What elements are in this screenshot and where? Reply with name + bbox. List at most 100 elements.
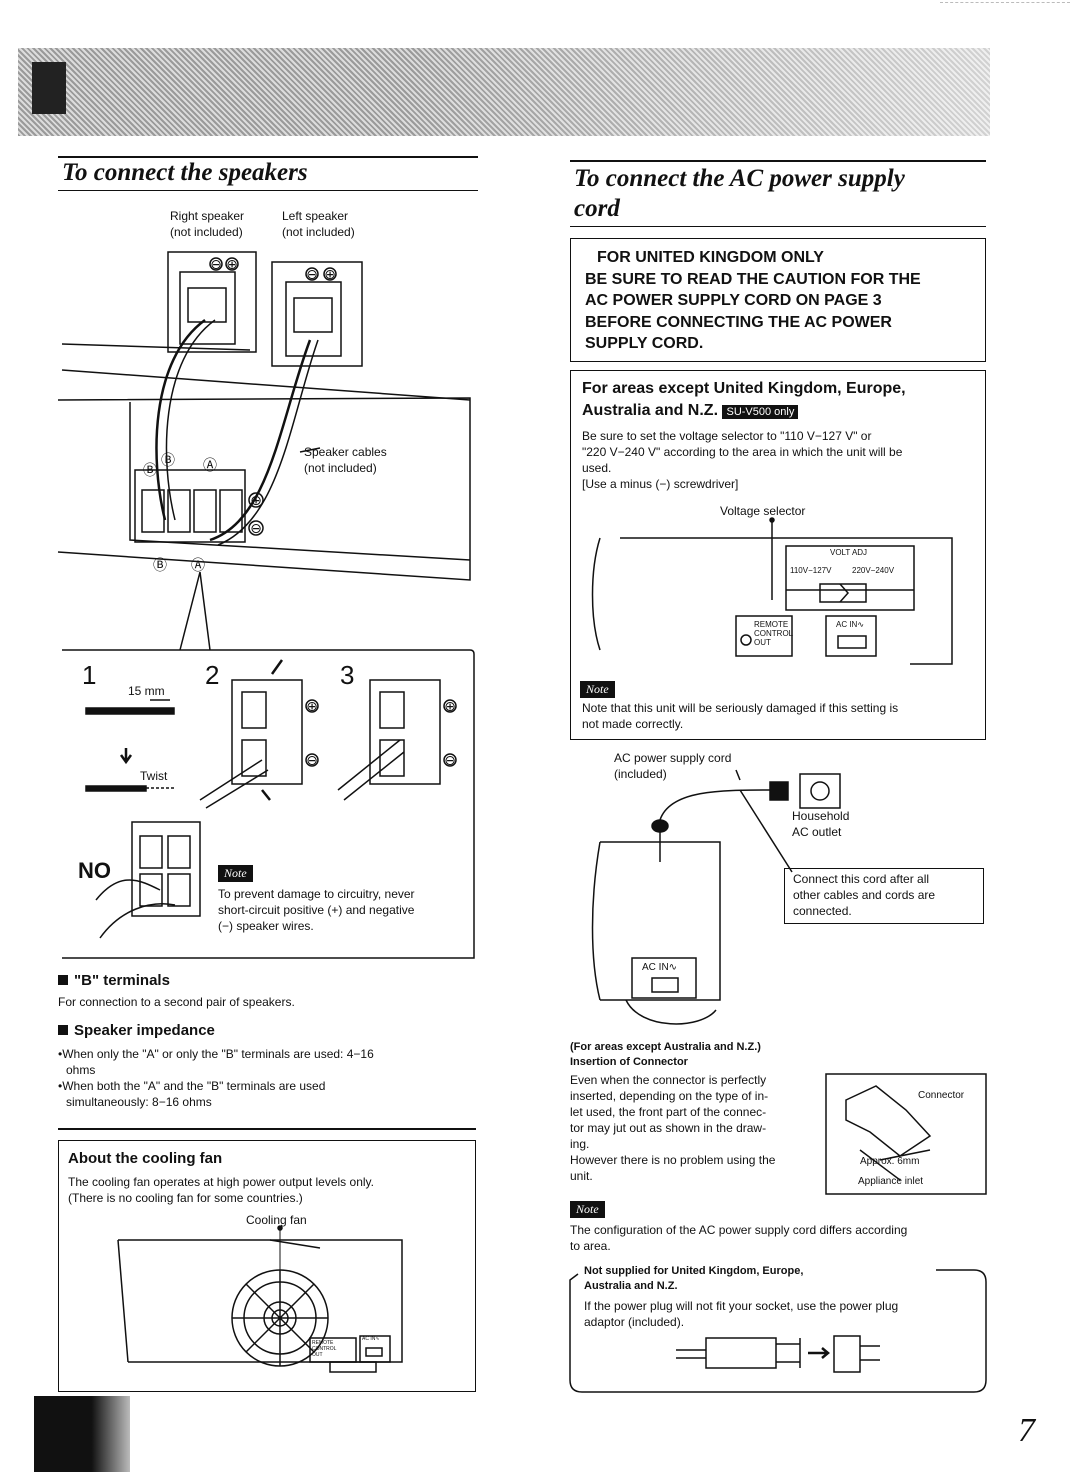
uk-box-line2: BE SURE TO READ THE CAUTION FOR THE (585, 270, 921, 288)
adaptor-heading-line1: Not supplied for United Kingdom, Europe, (584, 1265, 804, 1277)
insertion-line4: tor may jut out as shown in the draw- (570, 1121, 767, 1135)
cooling-line1: The cooling fan operates at high power o… (68, 1175, 374, 1189)
adaptor-line1: If the power plug will not fit your sock… (584, 1299, 899, 1313)
connect-box: Connect this cord after all other cables… (784, 868, 984, 924)
cooling-text: The cooling fan operates at high power o… (68, 1174, 374, 1206)
right-note2-line1: The configuration of the AC power supply… (570, 1223, 908, 1237)
b-terminals-heading-text: "B" terminals (74, 972, 170, 989)
uk-box-line1: FOR UNITED KINGDOM ONLY (597, 249, 824, 266)
right-note2-badge: Note (570, 1200, 605, 1218)
adaptor-text: If the power plug will not fit your sock… (584, 1298, 898, 1330)
left-speaker-label: Left speaker (not included) (282, 208, 355, 240)
header-banner (18, 48, 990, 136)
b-terminals-text: For connection to a second pair of speak… (58, 995, 295, 1009)
right-note2-text: The configuration of the AC power supply… (570, 1222, 907, 1254)
svg-text:⊕: ⊕ (226, 257, 238, 273)
fan-panel-acin: AC IN∿ (362, 1336, 380, 1342)
corner-tab (34, 1396, 130, 1472)
adaptor-heading: Not supplied for United Kingdom, Europe,… (584, 1264, 803, 1294)
left-speaker-line1: Left speaker (282, 209, 349, 223)
approx-label: Approx. 6mm (860, 1156, 920, 1167)
cooling-fan-box (58, 1140, 476, 1392)
insertion-heading-line1: (For areas except Australia and N.Z.) (570, 1041, 761, 1053)
impedance-item1-line2: ohms (66, 1063, 96, 1077)
areas-heading-line1: For areas except United Kingdom, Europe, (582, 380, 906, 397)
impedance-item2-line1: •When both the "A" and the "B" terminals… (58, 1079, 326, 1093)
household-label: Household AC outlet (792, 808, 849, 840)
model-badge: SU-V500 only (722, 405, 799, 419)
cooling-heading: About the cooling fan (68, 1150, 223, 1167)
impedance-heading-text: Speaker impedance (74, 1022, 215, 1039)
insertion-line3: let used, the front part of the connec- (570, 1105, 767, 1119)
uk-box-line4: BEFORE CONNECTING THE AC POWER (585, 313, 892, 331)
uk-box-line3: AC POWER SUPPLY CORD ON PAGE 3 (585, 292, 882, 309)
insertion-line6: However there is no problem using the (570, 1153, 776, 1167)
insertion-line2: inserted, depending on the type of in- (570, 1089, 769, 1103)
volt-range-2: 220V−240V (852, 566, 895, 575)
left-note-text: To prevent damage to circuitry, never sh… (218, 886, 415, 934)
right-note-line1: Note that this unit will be seriously da… (582, 701, 899, 715)
right-note-line2: not made correctly. (582, 717, 684, 731)
svg-text:⊖: ⊖ (306, 267, 318, 283)
bullet-square-icon (58, 975, 68, 985)
impedance-list: •When only the "A" or only the "B" termi… (58, 1046, 476, 1110)
adaptor-line2: adaptor (included). (584, 1315, 685, 1329)
voltage-line2: "220 V−240 V" according to the area in w… (582, 445, 903, 459)
household-line1: Household (792, 809, 850, 823)
right-speaker-line1: Right speaker (170, 209, 245, 223)
left-title-rule-bottom (58, 190, 478, 191)
fan-panel-labels: REMOTE CONTROL OUT (312, 1340, 336, 1358)
ac-cord-line2: (included) (614, 767, 667, 781)
voltage-selector-label: Voltage selector (720, 504, 806, 518)
step-2-number: 2 (205, 660, 220, 690)
insertion-heading-line2: Insertion of Connector (570, 1056, 688, 1068)
voltage-box (570, 370, 986, 740)
svg-text:Ⓑ: Ⓑ (161, 453, 175, 469)
uk-caution-box: FOR UNITED KINGDOM ONLY BE SURE TO READ … (570, 238, 986, 362)
svg-text:⊕: ⊕ (250, 493, 262, 509)
household-line2: AC outlet (792, 825, 842, 839)
connector-label: Connector (918, 1090, 965, 1101)
right-title-line2: cord (574, 195, 620, 222)
v-panel-acin: AC IN∿ (836, 620, 865, 629)
cooling-line2: (There is no cooling fan for some countr… (68, 1191, 303, 1205)
right-title-line1: To connect the AC power supply (574, 165, 905, 192)
left-note-line1: To prevent damage to circuitry, never (218, 887, 415, 901)
impedance-heading: Speaker impedance (58, 1022, 215, 1039)
cooling-rule (58, 1128, 476, 1130)
areas-heading: For areas except United Kingdom, Europe,… (582, 378, 906, 423)
right-note-text: Note that this unit will be seriously da… (582, 700, 898, 732)
connect-line1: Connect this cord after all (793, 872, 930, 886)
step-1-number: 1 (82, 660, 97, 690)
right-title-rule-top (570, 160, 986, 162)
svg-text:Ⓐ: Ⓐ (203, 458, 217, 474)
right-speaker-label: Right speaker (not included) (170, 208, 244, 240)
insertion-heading: (For areas except Australia and N.Z.) In… (570, 1040, 761, 1070)
v-panel-control: CONTROL (754, 629, 794, 638)
svg-text:⊖: ⊖ (250, 521, 262, 537)
speaker-cables-label: Speaker cables (not included) (304, 444, 387, 476)
panel-remote: REMOTE (312, 1340, 334, 1346)
svg-text:⊖: ⊖ (306, 753, 318, 769)
volt-adj-label: VOLT ADJ (830, 548, 868, 557)
svg-text:⊕: ⊕ (444, 699, 456, 715)
uk-box-line5: SUPPLY CORD. (585, 335, 704, 352)
left-note-badge-text: Note (218, 865, 253, 882)
connect-line2: other cables and cords are (793, 888, 936, 902)
right-note-badge-text: Note (580, 681, 615, 698)
right-title-rule-bottom (570, 226, 986, 227)
volt-range-1: 110V−127V (790, 566, 832, 575)
panel-control: CONTROL (312, 1346, 337, 1352)
left-speaker-line2: (not included) (282, 225, 355, 239)
left-note-line2: short-circuit positive (+) and negative (218, 903, 415, 917)
svg-text:⊖: ⊖ (444, 753, 456, 769)
right-speaker-line2: (not included) (170, 225, 243, 239)
svg-text:⊖: ⊖ (210, 257, 222, 273)
insertion-text: Even when the connector is perfectly ins… (570, 1072, 820, 1184)
speaker-cables-line2: (not included) (304, 461, 377, 475)
bullet-square-icon (58, 1025, 68, 1035)
left-note-badge: Note (218, 864, 253, 882)
right-note2-line2: to area. (570, 1239, 611, 1253)
right-note-badge: Note (580, 680, 615, 698)
